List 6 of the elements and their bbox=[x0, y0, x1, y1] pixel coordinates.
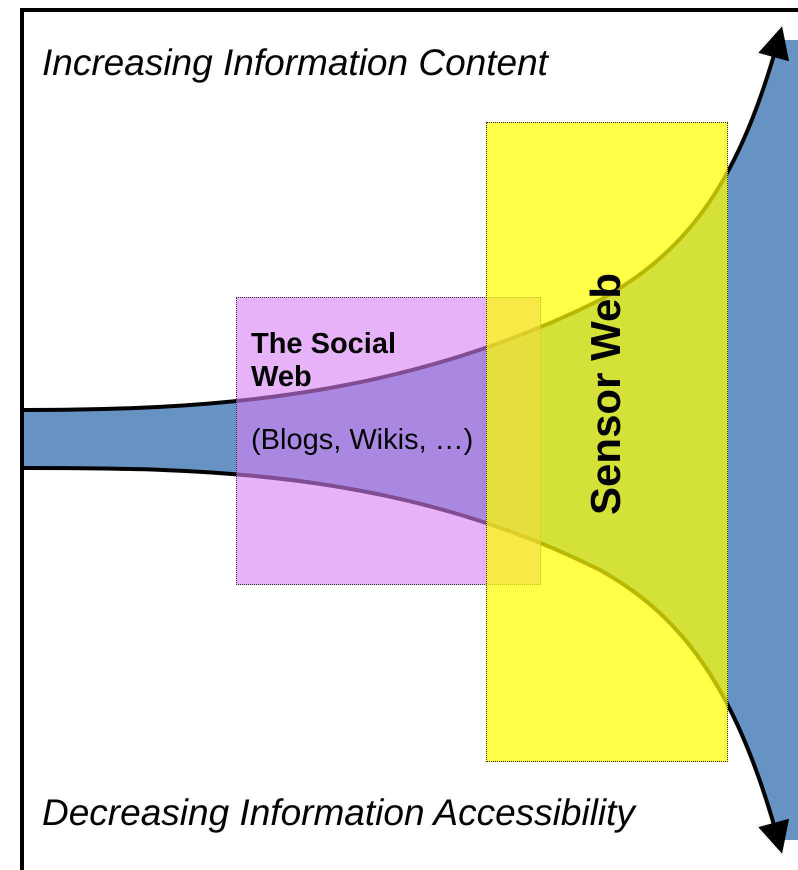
box-text: (Blogs, Wikis, …) bbox=[251, 424, 474, 457]
axis-caption: Decreasing Information Accessibility bbox=[42, 792, 635, 834]
box-heading: The Social Web bbox=[251, 328, 398, 395]
axis-caption: Increasing Information Content bbox=[42, 42, 548, 84]
category-box bbox=[486, 122, 728, 762]
vertical-heading: Sensor Web bbox=[582, 273, 630, 515]
